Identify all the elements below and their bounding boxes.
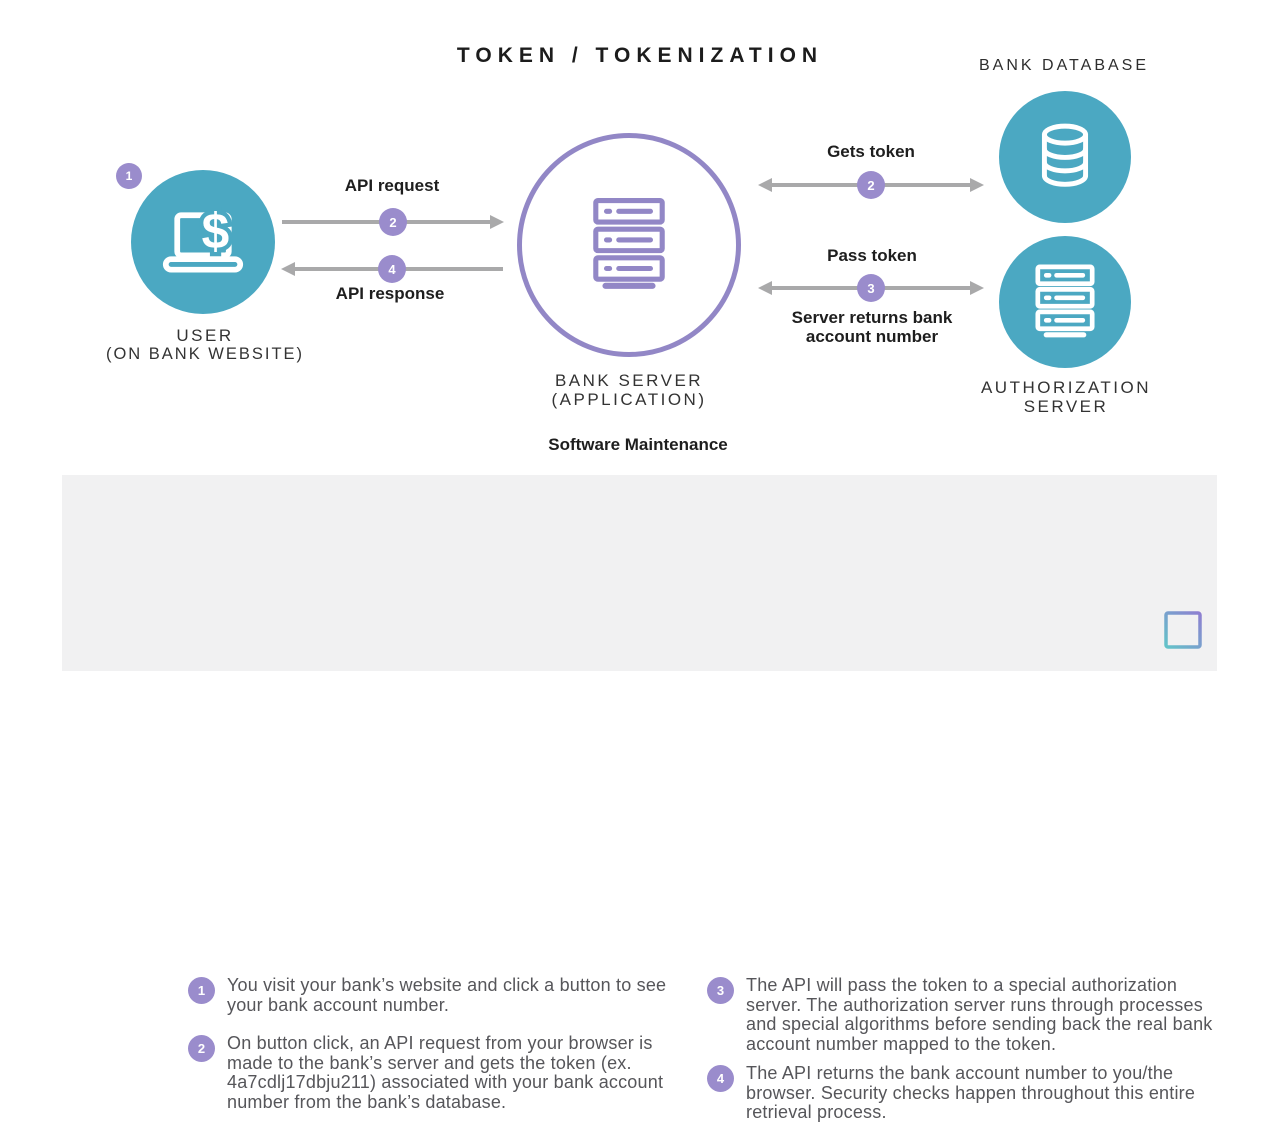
bank-server-label-line2: (APPLICATION): [551, 390, 707, 409]
gets-token-step-badge: 2: [857, 171, 885, 199]
step-number-badge: 4: [707, 1065, 734, 1092]
software-maintenance-caption: Software Maintenance: [548, 435, 728, 454]
pass-token-label: Pass token: [827, 246, 917, 265]
step-item-3: 3 The API will pass the token to a speci…: [707, 975, 1224, 1054]
bank-server-label-line1: BANK SERVER: [554, 371, 704, 390]
arrowhead-right: [970, 281, 984, 295]
bank-database-node: [999, 91, 1131, 223]
gets-token-arrow: 2: [758, 171, 984, 199]
step-number-badge: 2: [188, 1035, 215, 1062]
api-request-label: API request: [344, 176, 440, 195]
user-step-badge: 1: [116, 163, 142, 189]
page-title: TOKEN / TOKENIZATION: [456, 44, 824, 67]
server-stack-icon: [593, 198, 665, 289]
step-item-1: 1 You visit your bank’s website and clic…: [188, 975, 677, 1015]
user-node: $: [131, 170, 275, 314]
step-text: The API will pass the token to a special…: [746, 975, 1213, 1054]
steps-panel: 1 You visit your bank’s website and clic…: [62, 475, 1217, 1122]
gets-token-label: Gets token: [827, 142, 915, 161]
api-response-step-badge: 4: [378, 255, 406, 283]
arrowhead-right: [490, 215, 504, 229]
step-text: You visit your bank’s website and click …: [227, 975, 667, 1015]
server-stack-icon: [1035, 264, 1095, 338]
step-text: On button click, an API request from you…: [227, 1033, 664, 1112]
step-item-2: 2 On button click, an API request from y…: [188, 1033, 682, 1112]
user-label-line1: USER: [176, 326, 234, 345]
pass-token-sublabel: Server returns bank account number: [791, 308, 953, 346]
arrowhead-left: [758, 178, 772, 192]
laptop-dollar-icon: $: [162, 200, 244, 273]
api-response-label: API response: [335, 284, 445, 303]
brand-logo-icon: [1164, 611, 1202, 649]
step-item-4: 4 The API returns the bank account numbe…: [707, 1063, 1211, 1123]
arrowhead-right: [970, 178, 984, 192]
api-request-arrow: 2: [282, 208, 504, 236]
arrowhead-left: [281, 262, 295, 276]
step-number-badge: 3: [707, 977, 734, 1004]
step-number-badge: 1: [188, 977, 215, 1004]
database-icon: [1041, 123, 1089, 187]
pass-token-step-badge: 3: [857, 274, 885, 302]
arrowhead-left: [758, 281, 772, 295]
authorization-server-label-line2: SERVER: [1023, 397, 1109, 416]
authorization-server-node: [999, 236, 1131, 368]
authorization-server-label-line1: AUTHORIZATION: [980, 378, 1152, 397]
pass-token-arrow: 3: [758, 274, 984, 302]
bank-database-label: BANK DATABASE: [979, 57, 1149, 74]
api-response-arrow: 4: [281, 255, 503, 283]
user-label-line2: (ON BANK WEBSITE): [105, 345, 305, 363]
step-text: The API returns the bank account number …: [746, 1063, 1196, 1122]
diagram-canvas: TOKEN / TOKENIZATION $ 1 USER (ON BANK W…: [62, 44, 1217, 1122]
svg-text:$: $: [202, 204, 230, 260]
bank-server-node: [517, 133, 741, 357]
api-request-step-badge: 2: [379, 208, 407, 236]
